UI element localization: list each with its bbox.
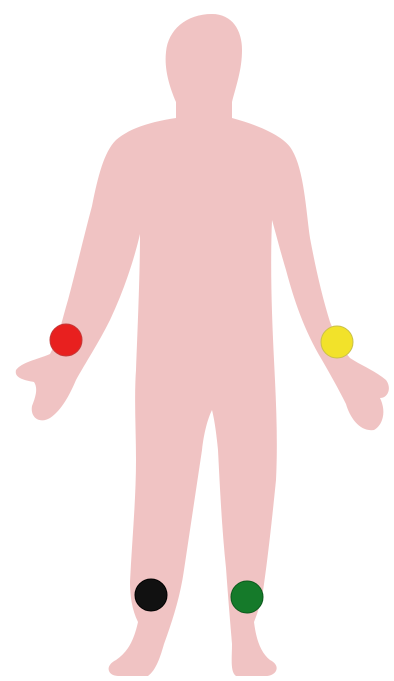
electrode-right-arm	[50, 324, 82, 356]
electrode-left-leg	[231, 581, 263, 613]
electrode-left-arm	[321, 326, 353, 358]
electrode-right-leg	[135, 579, 167, 611]
